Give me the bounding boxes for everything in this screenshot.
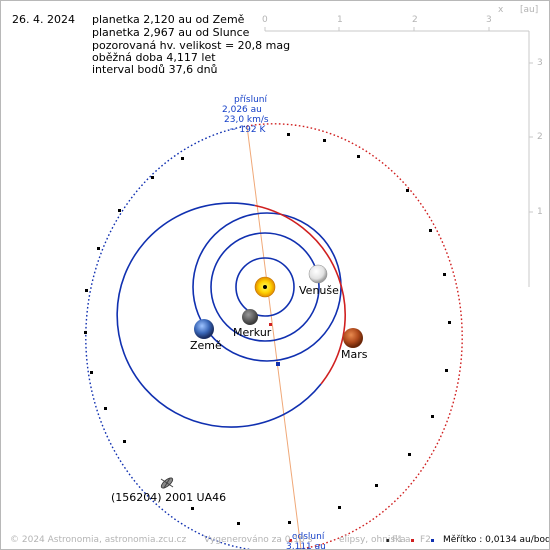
legend-f2-icon (431, 539, 434, 542)
perihelion-speed: 23,0 km/s (224, 115, 269, 125)
copyright-text: © 2024 Astronomia, astronomia.zcu.cz (10, 535, 187, 545)
aphelion-distance: 3,111 au (286, 542, 326, 550)
orbit-point (151, 176, 154, 179)
legend-f1-icon (411, 539, 414, 542)
x-tick-label-0: 0 (262, 15, 268, 25)
orbit-point (431, 415, 434, 418)
generated-text: Vygenerováno za 0,10 s (204, 535, 313, 545)
axis-lines (264, 27, 533, 287)
mars-icon (343, 328, 363, 348)
orbit-point (448, 321, 451, 324)
legend-f1: F1 (392, 535, 403, 545)
y-tick-label-3: 3 (537, 58, 543, 68)
legend-text: elipsy, ohniska (339, 535, 406, 545)
orbit-point (323, 139, 326, 142)
venus-icon (308, 264, 328, 284)
orbit-point (97, 247, 100, 250)
earth-label: Země (190, 339, 222, 352)
y-tick-label-2: 2 (537, 132, 543, 142)
perihelion-temperature: ~ 192 K (229, 125, 266, 135)
orbit-point (85, 289, 88, 292)
asteroid-orbit-red (246, 123, 463, 549)
perihelion-distance: 2,026 au (222, 105, 262, 115)
info-interval: interval bodů 37,6 dnů (92, 63, 218, 76)
mercury-label: Merkur (233, 326, 272, 339)
apsis-line (246, 125, 302, 549)
scale-text: Měřítko : 0,0134 au/bod (443, 535, 550, 545)
orbit-point (443, 273, 446, 276)
focus-marker-f2 (276, 362, 280, 366)
info-period: oběžná doba 4,117 let (92, 51, 216, 64)
y-tick-label-1: 1 (537, 207, 543, 217)
aphelion-marker (289, 539, 292, 542)
orbit-point (90, 371, 93, 374)
mars-orbit-node (269, 323, 272, 326)
mars-orbit-arc-red (254, 204, 346, 385)
mars-orbit-arc-blue (116, 202, 322, 428)
orbit-point (338, 506, 341, 509)
orbit-point (288, 521, 291, 524)
sun-center-dot (263, 285, 267, 289)
orbit-point (84, 331, 87, 334)
aphelion-title: odsluní (292, 532, 325, 542)
orbit-point (445, 369, 448, 372)
info-distance-earth: planetka 2,120 au od Země (92, 13, 245, 26)
asteroid-label: (156204) 2001 UA46 (111, 491, 227, 504)
x-tick-label-3: 3 (486, 15, 492, 25)
orbit-point (118, 209, 121, 212)
unit-label: [au] (520, 5, 539, 15)
info-distance-sun: planetka 2,967 au od Slunce (92, 26, 250, 39)
x-axis-label: x (498, 5, 504, 15)
orbit-point (375, 484, 378, 487)
orbit-point (287, 133, 290, 136)
perihelion-title: přísluní (234, 95, 268, 105)
orbit-point (191, 507, 194, 510)
orbit-point (123, 440, 126, 443)
orbit-point (237, 522, 240, 525)
venus-label: Venuše (299, 284, 339, 297)
orbit-point (408, 453, 411, 456)
legend-f2: F2 (420, 535, 431, 545)
legend-point-icon (386, 539, 389, 542)
mercury-icon (242, 309, 258, 325)
orbit-point (406, 189, 409, 192)
mercury-orbit (235, 257, 295, 317)
asteroid-orbit-blue (85, 125, 301, 549)
asteroid-orbit-points (84, 133, 451, 525)
info-magnitude: pozorovaná hv. velikost = 20,8 mag (92, 39, 291, 52)
orbit-point (104, 407, 107, 410)
date-label: 26. 4. 2024 (12, 13, 75, 26)
earth-icon (194, 319, 214, 339)
asteroid-icon (160, 477, 174, 489)
legend-separator: a (405, 535, 411, 545)
x-tick-label-1: 1 (337, 15, 343, 25)
orbit-point (357, 155, 360, 158)
venus-orbit (210, 232, 320, 342)
x-tick-label-2: 2 (412, 15, 418, 25)
orbit-point (181, 157, 184, 160)
mars-label: Mars (341, 348, 368, 361)
orbit-point (429, 229, 432, 232)
